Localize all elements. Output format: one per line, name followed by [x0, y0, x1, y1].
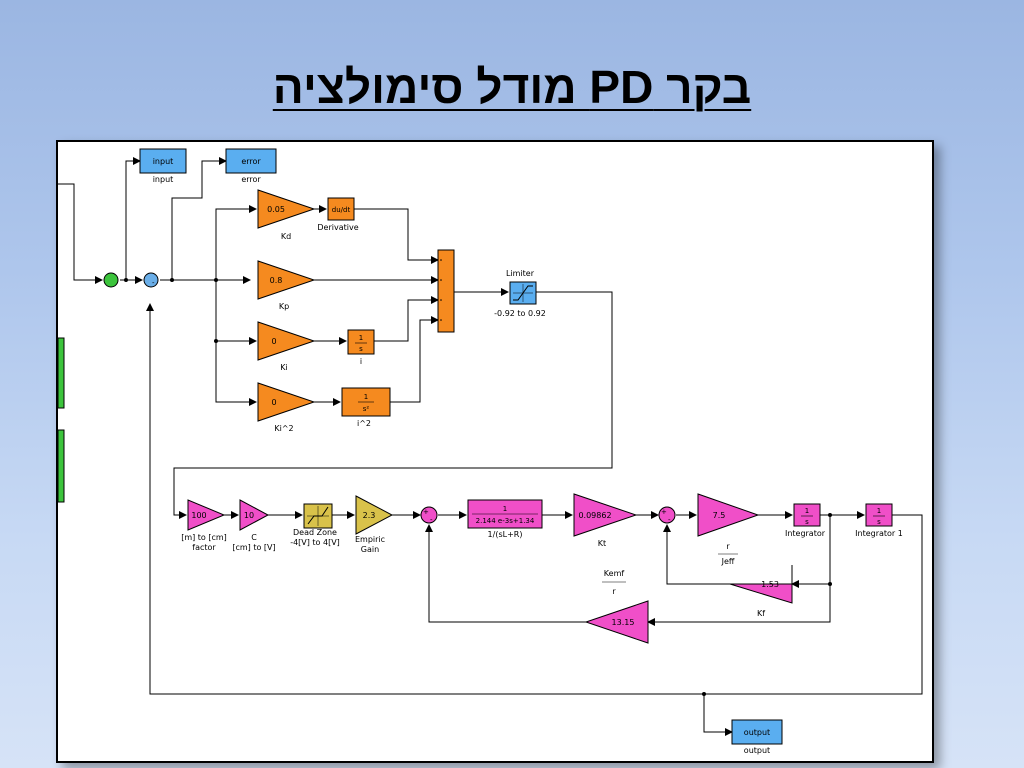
kt-label: Kt	[598, 539, 606, 548]
ki2-label: Ki^2	[274, 424, 293, 433]
simulink-diagram: - + - + - input input error error output…	[56, 140, 934, 763]
offscreen-block-1	[58, 337, 65, 409]
svg-text:1: 1	[805, 507, 809, 515]
jeff-label: Jeff	[721, 557, 735, 566]
empiric-label-2: Gain	[361, 545, 379, 554]
svg-text:s: s	[877, 518, 881, 526]
r-label: r	[726, 542, 730, 551]
limiter-block[interactable]: Limiter -0.92 to 0.92	[494, 269, 546, 318]
kd-label: Kd	[281, 232, 291, 241]
error-scope[interactable]: error error	[225, 148, 277, 184]
svg-text:s: s	[805, 518, 809, 526]
kf-gain[interactable]: 1.53 Kf	[729, 565, 793, 618]
slide-title: בקר PD מודל סימולציה	[272, 61, 752, 113]
deadzone-label-2: -4[V] to 4[V]	[290, 538, 340, 547]
kt-gain[interactable]: 0.09862 Kt	[573, 493, 638, 548]
svg-text:10: 10	[244, 511, 254, 520]
empiric-label-1: Empiric	[355, 535, 385, 544]
kemf-label: Kemf	[604, 569, 625, 578]
sum-sign: +	[661, 508, 667, 516]
dead-zone-block[interactable]: Dead Zone -4[V] to 4[V]	[290, 503, 340, 547]
svg-text:du/dt: du/dt	[332, 206, 351, 214]
integrator-i2-label: i^2	[357, 419, 371, 428]
svg-text:1: 1	[503, 505, 507, 513]
factor-gain[interactable]: 100 [m] to [cm] factor	[181, 499, 227, 552]
svg-text:0: 0	[271, 398, 276, 407]
factor-label-2: factor	[192, 543, 216, 552]
integrator1-block[interactable]: 1 s Integrator 1	[855, 503, 903, 538]
pid-sum-mux[interactable]	[437, 249, 455, 333]
integrator-i-label: i	[360, 357, 362, 366]
svg-text:s²: s²	[363, 405, 370, 413]
integrator-i[interactable]: 1 s i	[347, 329, 375, 366]
svg-text:output: output	[744, 728, 770, 737]
svg-text:error: error	[241, 157, 261, 166]
diagram-canvas: - + - + - input input error error output…	[58, 148, 923, 755]
svg-text:1: 1	[359, 334, 363, 342]
signal-wires	[58, 157, 923, 736]
kemf-den-label: r	[612, 587, 616, 596]
sum-sign: -	[152, 279, 155, 287]
factor-label-1: [m] to [cm]	[181, 533, 227, 542]
empiric-gain[interactable]: 2.3 Empiric Gain	[355, 495, 394, 554]
input-scope[interactable]: input input	[139, 148, 187, 184]
derivative-block[interactable]: du/dt Derivative	[317, 197, 359, 232]
svg-text:2.3: 2.3	[363, 511, 376, 520]
transfer-function-label: 1/(sL+R)	[488, 530, 523, 539]
integrator-block[interactable]: 1 s Integrator	[785, 503, 826, 538]
integrator1-label: Integrator 1	[855, 529, 903, 538]
svg-text:0.05: 0.05	[267, 205, 285, 214]
svg-text:2.144 e-3s+1.34: 2.144 e-3s+1.34	[476, 517, 535, 525]
svg-text:1.53: 1.53	[761, 580, 779, 589]
limiter-label-top: Limiter	[506, 269, 535, 278]
sum-block-error[interactable]	[143, 272, 159, 288]
sum-block-1[interactable]	[103, 272, 119, 288]
r-jeff-gain[interactable]: 7.5 r Jeff	[697, 493, 760, 566]
kemf-label-group: Kemf r	[602, 569, 626, 596]
svg-text:0.8: 0.8	[270, 276, 283, 285]
integrator-i2[interactable]: 1 s² i^2	[341, 387, 391, 428]
sum-block-voltage[interactable]	[420, 506, 438, 524]
ki-label: Ki	[280, 363, 287, 372]
svg-text:s: s	[359, 345, 363, 353]
svg-text:1: 1	[364, 393, 368, 401]
svg-text:0.09862: 0.09862	[578, 511, 611, 520]
limiter-label-bottom: -0.92 to 0.92	[494, 309, 546, 318]
ki2-gain[interactable]: 0 Ki^2	[257, 382, 316, 433]
deadzone-label-1: Dead Zone	[293, 528, 337, 537]
mux-port-marks	[440, 259, 442, 321]
svg-text:input: input	[153, 157, 174, 166]
kp-gain[interactable]: 0.8 Kp	[257, 260, 316, 311]
offscreen-block-2	[58, 429, 65, 503]
kf-label: Kf	[757, 609, 765, 618]
svg-text:100: 100	[191, 511, 206, 520]
output-scope-label: output	[744, 746, 770, 755]
sum-sign: -	[668, 516, 671, 524]
ki-gain[interactable]: 0 Ki	[257, 321, 316, 372]
kp-label: Kp	[279, 302, 289, 311]
c-label-2: [cm] to [V]	[232, 543, 275, 552]
integrator-label: Integrator	[785, 529, 826, 538]
sum-block-torque[interactable]	[658, 506, 676, 524]
c-label-1: C	[251, 533, 257, 542]
transfer-function-block[interactable]: 1 2.144 e-3s+1.34 1/(sL+R)	[467, 499, 543, 539]
output-scope[interactable]: output output	[731, 719, 783, 755]
c-gain[interactable]: 10 C [cm] to [V]	[232, 499, 276, 552]
kemf-gain[interactable]: 13.15	[584, 600, 649, 644]
error-scope-label: error	[241, 175, 261, 184]
derivative-label: Derivative	[317, 223, 358, 232]
junction-dots	[124, 278, 832, 696]
sum-sign: +	[423, 508, 429, 516]
svg-text:7.5: 7.5	[713, 511, 726, 520]
svg-text:1: 1	[877, 507, 881, 515]
input-scope-label: input	[153, 175, 174, 184]
svg-text:0: 0	[271, 337, 276, 346]
svg-text:13.15: 13.15	[612, 618, 635, 627]
sum-sign: -	[430, 516, 433, 524]
kd-gain[interactable]: 0.05 Kd	[257, 189, 316, 241]
